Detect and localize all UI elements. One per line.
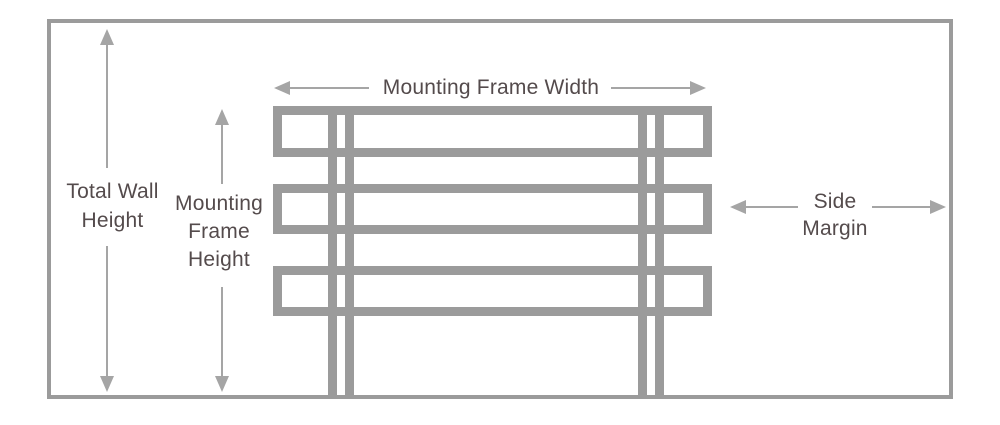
frame-rail-bottom <box>273 266 712 316</box>
label-line: Height <box>188 248 250 271</box>
label-line: Margin <box>802 217 868 240</box>
mounting-frame-width-label: Mounting Frame Width <box>382 76 600 99</box>
arrow-shaft <box>872 206 930 208</box>
arrowhead-left-icon <box>274 81 290 95</box>
label-line: Mounting <box>175 192 263 215</box>
arrowhead-right-icon <box>690 81 706 95</box>
label-line: Total Wall <box>66 180 159 203</box>
arrow-shaft <box>221 123 223 184</box>
arrow-shaft <box>289 87 369 89</box>
total-wall-height-label: Total Wall Height <box>45 177 180 235</box>
arrow-shaft <box>106 43 108 168</box>
frame-post-left <box>328 106 354 396</box>
frame-post-right <box>638 106 664 396</box>
side-margin-label: Side Margin <box>776 188 894 242</box>
arrow-shaft <box>745 206 798 208</box>
arrow-shaft <box>106 246 108 377</box>
arrowhead-up-icon <box>100 29 114 45</box>
arrowhead-down-icon <box>100 376 114 392</box>
arrowhead-up-icon <box>215 109 229 125</box>
mounting-frame-height-label: Mounting Frame Height <box>154 190 284 274</box>
wall-outline <box>47 19 953 399</box>
arrowhead-left-icon <box>730 200 746 214</box>
label-line: Height <box>81 209 144 232</box>
frame-rail-middle <box>273 184 712 234</box>
label-line: Frame <box>188 220 250 243</box>
arrow-shaft <box>611 87 691 89</box>
arrow-shaft <box>221 287 223 377</box>
frame-rail-top <box>273 106 712 157</box>
arrowhead-right-icon <box>930 200 946 214</box>
label-line: Side <box>813 190 857 213</box>
arrowhead-down-icon <box>215 376 229 392</box>
